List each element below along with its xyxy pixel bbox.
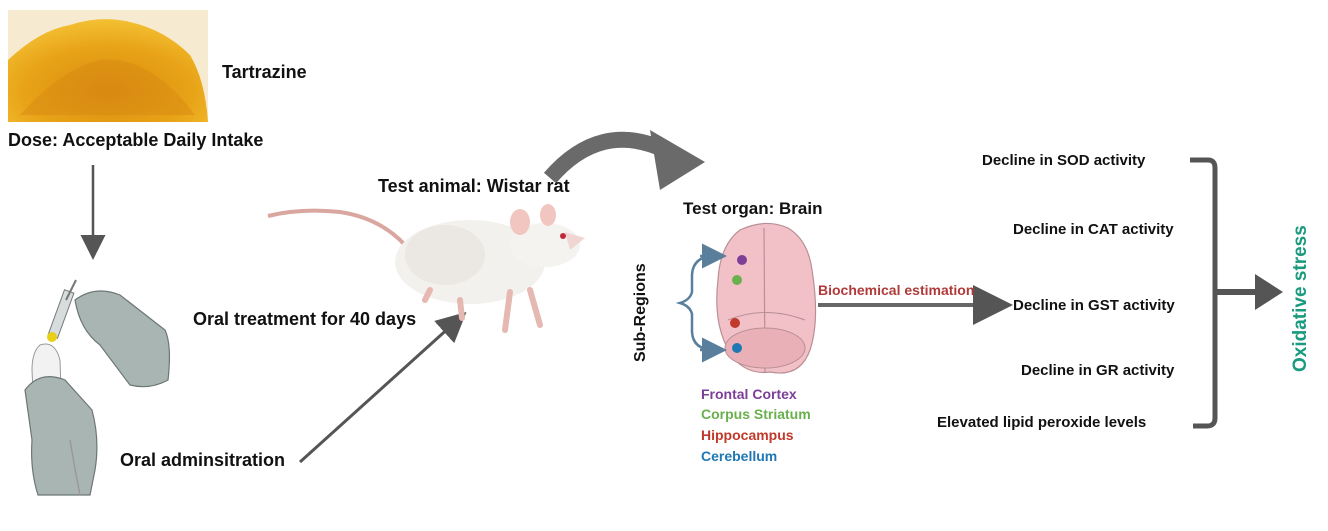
finding-cat: Decline in CAT activity	[1013, 221, 1174, 238]
finding-sod: Decline in SOD activity	[982, 152, 1146, 169]
tartrazine-powder-image	[8, 10, 208, 123]
oxidative-stress-arrowhead	[1255, 274, 1283, 310]
biochemical-label: Biochemical estimation	[818, 282, 975, 298]
region-cerebellum: Cerebellum	[701, 448, 778, 464]
sub-regions-label: Sub-Regions	[632, 263, 649, 362]
finding-lipid-peroxide: Elevated lipid peroxide levels	[937, 414, 1147, 431]
finding-gst: Decline in GST activity	[1013, 297, 1175, 314]
treatment-label: Oral treatment for 40 days	[193, 309, 417, 329]
administration-to-rat-arrow	[298, 311, 467, 464]
test-organ-label: Test organ: Brain	[683, 199, 823, 218]
region-hippocampus: Hippocampus	[701, 427, 794, 443]
finding-gr: Decline in GR activity	[1021, 362, 1175, 379]
dose-label: Dose: Acceptable Daily Intake	[8, 130, 264, 150]
administration-label: Oral adminsitration	[120, 450, 286, 470]
wistar-rat-image	[267, 204, 585, 333]
oxidative-stress-label: Oxidative stress	[1290, 225, 1311, 372]
region-corpus-striatum: Corpus Striatum	[701, 406, 811, 422]
test-animal-label: Test animal: Wistar rat	[378, 176, 570, 196]
brain-illustration	[716, 222, 817, 374]
substance-name: Tartrazine	[222, 62, 307, 82]
region-frontal-cortex: Frontal Cortex	[701, 386, 797, 402]
rat-to-brain-curved-arrow	[543, 131, 669, 184]
oral-gavage-illustration	[24, 279, 171, 496]
sub-regions-brace	[675, 254, 716, 352]
findings-bracket	[1190, 157, 1218, 429]
